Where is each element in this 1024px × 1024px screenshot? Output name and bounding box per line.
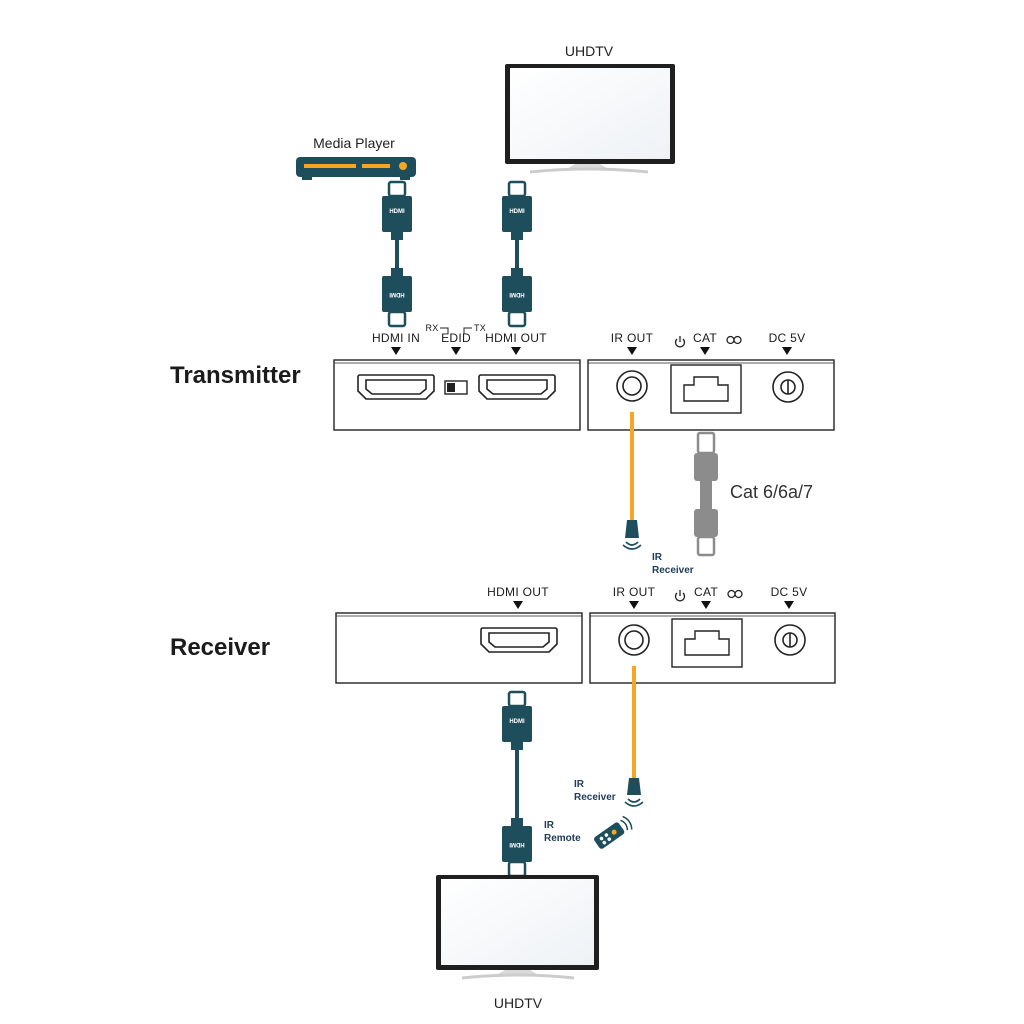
tx-dc-label: DC 5V bbox=[769, 331, 806, 345]
link-icon bbox=[726, 335, 742, 345]
transmitter-title: Transmitter bbox=[170, 362, 301, 389]
media-player: Media Player bbox=[296, 135, 416, 180]
tx-edid-rx-label: RX bbox=[425, 323, 438, 333]
link-icon bbox=[727, 589, 743, 599]
tx-ir-out-jack bbox=[616, 370, 648, 402]
hdmi-conn-label: HDMI bbox=[509, 841, 525, 847]
media-player-label: Media Player bbox=[313, 135, 395, 151]
rx-cat-label: CAT bbox=[694, 585, 718, 599]
tx-edid-tx-label: TX bbox=[474, 323, 486, 333]
hdmi-conn-label: HDMI bbox=[509, 209, 525, 215]
rx-dc-jack bbox=[774, 624, 806, 656]
hdmi-cable-tx-to-tv: HDMI HDMI bbox=[500, 180, 534, 328]
receiver-rear-panel bbox=[589, 612, 836, 684]
rx-ir-out-label: IR OUT bbox=[613, 585, 656, 599]
tx-ir-out-label: IR OUT bbox=[611, 331, 654, 345]
tx-cat-port bbox=[670, 364, 742, 414]
rx-hdmi-out-port bbox=[480, 627, 558, 653]
rx-port-labels: HDMI OUT IR OUT CAT DC 5V bbox=[487, 585, 807, 609]
ir-remote: IR Remote bbox=[544, 815, 633, 849]
hdmi-conn-label: HDMI bbox=[389, 209, 405, 215]
tx-edid-label: EDID bbox=[441, 331, 471, 345]
ir-receiver-rx-label-2: Receiver bbox=[574, 792, 616, 803]
receiver-title: Receiver bbox=[170, 634, 270, 661]
hdmi-conn-label: HDMI bbox=[509, 291, 525, 297]
hdmi-conn-label: HDMI bbox=[509, 719, 525, 725]
uhdtv-bottom-label: UHDTV bbox=[494, 995, 543, 1011]
rx-hdmi-out-label: HDMI OUT bbox=[487, 585, 549, 599]
edid-switch bbox=[444, 380, 468, 395]
uhdtv-bottom: UHDTV bbox=[436, 875, 599, 1011]
transmitter-front-panel bbox=[333, 359, 581, 431]
cat-cable: Cat 6/6a/7 bbox=[694, 431, 813, 557]
tx-hdmi-out-label: HDMI OUT bbox=[485, 331, 547, 345]
ir-receiver-tx-label-2: Receiver bbox=[652, 565, 694, 576]
uhdtv-top: UHDTV bbox=[505, 43, 675, 174]
tx-hdmi-in-port bbox=[357, 374, 435, 400]
ir-cable-rx: IR Receiver bbox=[574, 666, 644, 807]
tx-dc-jack bbox=[772, 371, 804, 403]
hdmi-cable-player-to-tx: HDMI HDMI bbox=[380, 180, 414, 328]
hdmi-cable-rx-to-tv: HDMI HDMI bbox=[500, 690, 534, 878]
power-icon bbox=[674, 589, 686, 602]
ir-receiver-rx-label-1: IR bbox=[574, 779, 585, 790]
power-icon bbox=[674, 335, 686, 348]
ir-receiver-tx-label-1: IR bbox=[652, 552, 663, 563]
rx-dc-label: DC 5V bbox=[771, 585, 808, 599]
rx-ir-out-jack bbox=[618, 624, 650, 656]
tx-cat-label: CAT bbox=[693, 331, 717, 345]
transmitter-rear-panel bbox=[587, 359, 835, 431]
ir-remote-label-2: Remote bbox=[544, 833, 581, 844]
rx-cat-port bbox=[671, 618, 743, 668]
receiver-front-panel bbox=[335, 612, 583, 684]
tx-hdmi-out-port bbox=[478, 374, 556, 400]
tx-hdmi-in-label: HDMI IN bbox=[372, 331, 420, 345]
uhdtv-top-label: UHDTV bbox=[565, 43, 614, 59]
ir-remote-label-1: IR bbox=[544, 820, 555, 831]
tx-port-labels: HDMI IN EDID RX TX HDMI OUT IR OUT CAT D… bbox=[372, 323, 805, 355]
cable-type-label: Cat 6/6a/7 bbox=[730, 482, 813, 502]
hdmi-conn-label: HDMI bbox=[389, 291, 405, 297]
ir-cable-tx: IR Receiver bbox=[622, 412, 694, 576]
